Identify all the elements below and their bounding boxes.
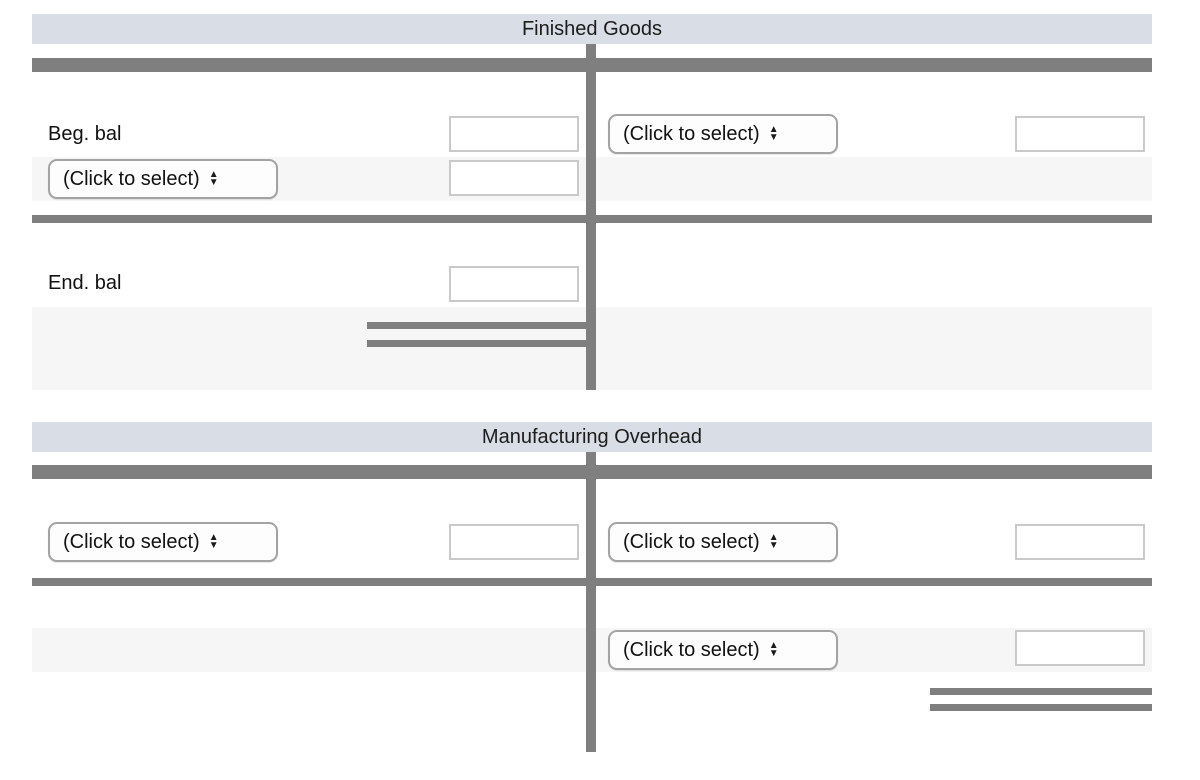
up-down-arrows-icon: ▲ ▼ [768, 639, 779, 659]
amount-input-moh-debit[interactable] [449, 524, 579, 560]
arrow-down-glyph: ▼ [768, 539, 779, 551]
click-to-select-dropdown-moh-debit[interactable]: (Click to select) ▲ ▼ [48, 522, 278, 562]
amount-input-fg-credit[interactable] [1015, 116, 1145, 152]
balance-divider-rule [32, 578, 1152, 586]
click-to-select-dropdown-moh-balance[interactable]: (Click to select) ▲ ▼ [608, 630, 838, 670]
total-double-rule-bottom [367, 340, 596, 347]
account-title-finished-goods: Finished Goods [32, 14, 1152, 44]
arrow-down-glyph: ▼ [768, 647, 779, 659]
t-account-vertical-rule [586, 452, 596, 752]
total-double-rule-top [367, 322, 596, 329]
row-label-end-bal: End. bal [48, 272, 122, 294]
up-down-arrows-icon: ▲ ▼ [208, 168, 219, 188]
click-to-select-dropdown-moh-credit[interactable]: (Click to select) ▲ ▼ [608, 522, 838, 562]
click-to-select-dropdown-fg-debit[interactable]: (Click to select) ▲ ▼ [48, 159, 278, 199]
row-label-beg-bal: Beg. bal [48, 123, 122, 145]
arrow-up-glyph: ▲ [208, 531, 219, 543]
t-account-top-rule [32, 58, 1152, 72]
t-account-top-rule [32, 465, 1152, 479]
total-double-rule-bottom [930, 704, 1152, 711]
total-double-rule-top [930, 688, 1152, 695]
arrow-up-glyph: ▲ [768, 531, 779, 543]
dropdown-label: (Click to select) [623, 638, 760, 661]
up-down-arrows-icon: ▲ ▼ [208, 531, 219, 551]
balance-divider-rule [32, 215, 1152, 223]
amount-input-fg-beg-bal[interactable] [449, 116, 579, 152]
up-down-arrows-icon: ▲ ▼ [768, 123, 779, 143]
dropdown-label: (Click to select) [63, 530, 200, 553]
arrow-down-glyph: ▼ [208, 539, 219, 551]
dropdown-label: (Click to select) [63, 167, 200, 190]
amount-input-fg-end-bal[interactable] [449, 266, 579, 302]
click-to-select-dropdown-fg-credit[interactable]: (Click to select) ▲ ▼ [608, 114, 838, 154]
arrow-down-glyph: ▼ [768, 131, 779, 143]
account-title-manufacturing-overhead: Manufacturing Overhead [32, 422, 1152, 452]
arrow-up-glyph: ▲ [208, 168, 219, 180]
amount-input-fg-debit[interactable] [449, 160, 579, 196]
dropdown-label: (Click to select) [623, 122, 760, 145]
dropdown-label: (Click to select) [623, 530, 760, 553]
amount-input-moh-balance[interactable] [1015, 630, 1145, 666]
amount-input-moh-credit[interactable] [1015, 524, 1145, 560]
arrow-up-glyph: ▲ [768, 639, 779, 651]
arrow-up-glyph: ▲ [768, 123, 779, 135]
up-down-arrows-icon: ▲ ▼ [768, 531, 779, 551]
arrow-down-glyph: ▼ [208, 176, 219, 188]
